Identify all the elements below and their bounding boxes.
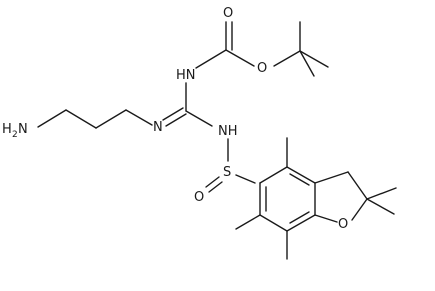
bond-lines — [37, 21, 397, 260]
bond-tbu-down — [299, 50, 315, 77]
ester-o-label: O — [257, 61, 267, 76]
amine-h-label: H — [2, 122, 12, 137]
bond-ring-1 — [259, 166, 288, 184]
bond-ring-5 — [259, 214, 288, 232]
bond-so-double-1 — [205, 176, 220, 188]
bond-gem-2 — [366, 198, 395, 215]
furan-o-label: O — [338, 217, 348, 232]
amine-n-label: N — [18, 122, 28, 137]
bond-so-double-2 — [208, 181, 223, 193]
bond-ring-2 — [286, 166, 316, 184]
bond-tbu-right — [299, 50, 329, 68]
bond-c1-c2 — [65, 109, 97, 129]
bond-o-tbu — [273, 50, 301, 67]
bond-cq-o — [351, 198, 368, 221]
sulfur-label: S — [223, 165, 231, 180]
imine-n-label: N — [153, 120, 163, 135]
bond-o-ring — [314, 214, 338, 223]
bond-c2-c3 — [95, 109, 127, 129]
bond-c-nh-right — [185, 110, 213, 127]
bond-imine-2 — [162, 107, 184, 121]
sulfonyl-nh-label: NH — [218, 124, 238, 139]
bond-s-ring — [235, 174, 256, 184]
sulfonyl-o-label: O — [194, 190, 204, 205]
bond-methyl-left — [235, 214, 261, 230]
bond-imine-1 — [165, 113, 187, 127]
bond-ch2-cq — [347, 171, 368, 200]
bond-gem-1 — [366, 187, 397, 200]
bond-c3-n — [125, 109, 153, 126]
bond-ring-inner-1 — [289, 173, 310, 186]
amine-h-count: 2 — [12, 130, 18, 140]
bond-ring-4 — [286, 214, 316, 232]
bond-c-o-ester — [225, 49, 255, 67]
bond-ch2 — [314, 171, 349, 184]
carbamate-nh-label: HN — [176, 68, 196, 83]
bond-ring-inner-2 — [289, 211, 310, 224]
bond-nh-carbonyl — [195, 49, 227, 69]
bond-n-c1 — [37, 109, 67, 128]
atom-labels: H 2 N N HN O O NH S O O — [2, 6, 348, 232]
carbonyl-o-label: O — [223, 6, 233, 21]
